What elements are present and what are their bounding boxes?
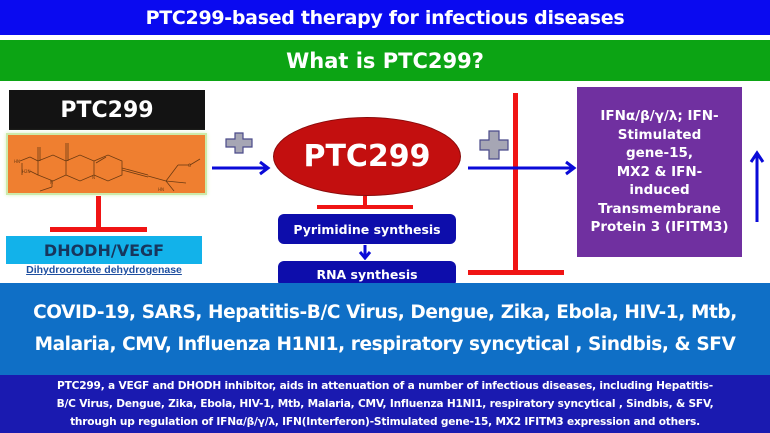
outcome-box: IFNα/β/γ/λ; IFN- Stimulated gene-15, MX2… bbox=[577, 87, 742, 257]
drug-label-box: PTC299 bbox=[9, 90, 205, 130]
svg-text:H2N: H2N bbox=[22, 169, 31, 174]
pathway-step-rna: RNA synthesis bbox=[278, 261, 456, 287]
target-box: DHODH/VEGF bbox=[6, 236, 202, 264]
diseases-list: COVID-19, SARS, Hepatitis-B/C Virus, Den… bbox=[0, 283, 770, 375]
section-subtitle: What is PTC299? bbox=[0, 40, 770, 81]
svg-text:HN: HN bbox=[14, 159, 20, 164]
outcome-line: Protein 3 (IFITM3) bbox=[590, 219, 729, 236]
svg-text:HN: HN bbox=[158, 187, 164, 192]
inhibition-bar-horizontal bbox=[468, 270, 564, 275]
arrow-right-icon bbox=[210, 160, 272, 180]
inhibition-bar-vertical bbox=[513, 93, 518, 273]
plus-icon bbox=[225, 132, 253, 154]
svg-text:O: O bbox=[188, 163, 191, 168]
outcome-line: gene-15, bbox=[625, 145, 694, 162]
svg-text:N: N bbox=[50, 180, 53, 185]
summary-line: PTC299, a VEGF and DHODH inhibitor, aids… bbox=[57, 380, 713, 392]
summary-text: PTC299, a VEGF and DHODH inhibitor, aids… bbox=[0, 375, 770, 433]
diseases-line: COVID-19, SARS, Hepatitis-B/C Virus, Den… bbox=[33, 302, 737, 323]
central-drug-node: PTC299 bbox=[273, 117, 461, 196]
inhibition-bar-horizontal bbox=[317, 205, 413, 209]
pathway-step-pyrimidine: Pyrimidine synthesis bbox=[278, 214, 456, 244]
target-full-name-link[interactable]: Dihydroorotate dehydrogenase bbox=[26, 264, 182, 276]
diseases-line: Malaria, CMV, Influenza H1NI1, respirato… bbox=[34, 334, 736, 355]
summary-line: B/C Virus, Dengue, Zika, Ebola, HIV-1, M… bbox=[56, 398, 714, 410]
outcome-line: Stimulated bbox=[617, 126, 702, 143]
arrow-right-icon bbox=[466, 160, 578, 180]
inhibition-bar-vertical bbox=[363, 196, 367, 206]
outcome-line: induced bbox=[629, 182, 690, 199]
up-arrow-icon bbox=[749, 150, 765, 228]
summary-line: through up regulation of IFNα/β/γ/λ, IFN… bbox=[70, 416, 700, 428]
inhibition-bar-horizontal bbox=[50, 227, 147, 232]
plus-icon bbox=[479, 130, 509, 160]
page-title: PTC299-based therapy for infectious dise… bbox=[0, 0, 770, 35]
arrow-down-icon bbox=[358, 244, 372, 264]
outcome-line: Transmembrane bbox=[598, 200, 721, 217]
svg-text:N: N bbox=[92, 175, 95, 180]
outcome-line: MX2 & IFN- bbox=[616, 163, 703, 180]
inhibition-bar-vertical bbox=[96, 196, 101, 229]
outcome-line: IFNα/β/γ/λ; IFN- bbox=[600, 108, 719, 125]
chemical-structure-icon: HN H2N N N O HN bbox=[8, 135, 205, 193]
